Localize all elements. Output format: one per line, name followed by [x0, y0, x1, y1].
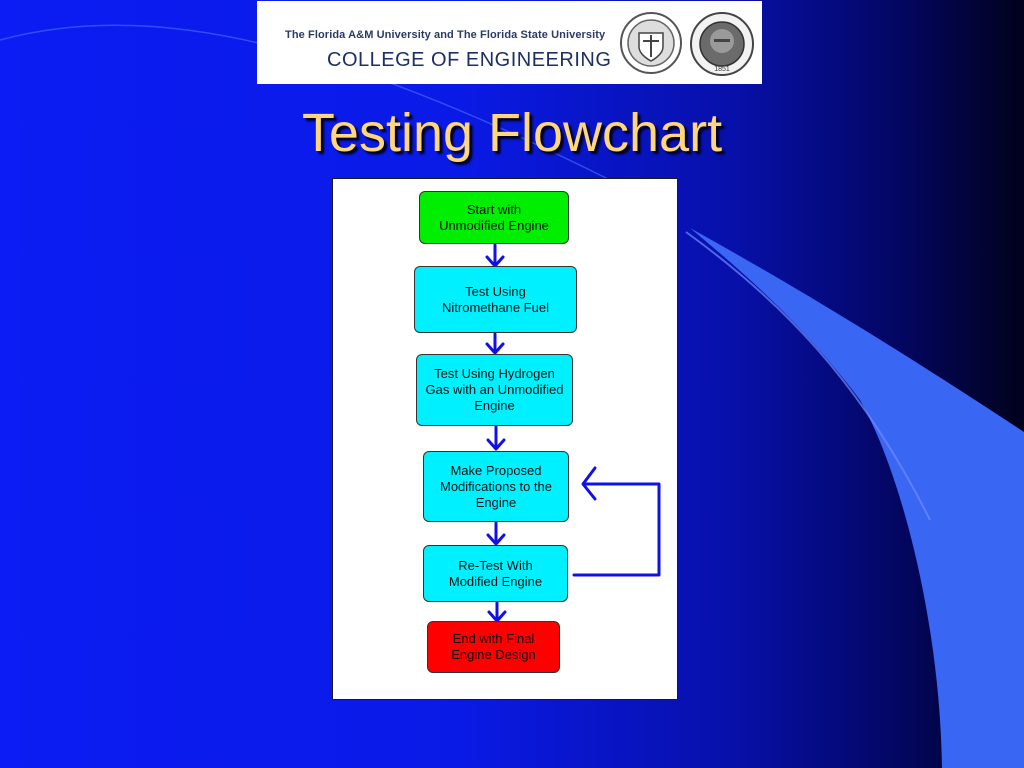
arrow-down-4 [486, 521, 506, 546]
fsu-seal-icon: 1851 [690, 12, 754, 76]
background-curve-highlight [685, 231, 931, 521]
flowchart-connectors [485, 243, 661, 623]
fsu-seal-year: 1851 [714, 66, 730, 73]
background-light-curve [690, 228, 1024, 768]
loop-back-arrow [572, 466, 661, 577]
slide-title: Testing Flowchart [301, 103, 723, 163]
flowchart-panel: Start with Unmodified Engine Test Using … [332, 178, 678, 700]
logo-college-name: COLLEGE OF ENGINEERING [327, 49, 612, 71]
arrow-down-1 [485, 243, 505, 268]
arrow-down-2 [485, 332, 505, 355]
flow-step-nitromethane-test: Test Using Nitromethane Fuel [414, 266, 577, 333]
flow-step-start: Start with Unmodified Engine [419, 191, 569, 244]
flow-step-end: End with Final Engine Design [427, 621, 560, 673]
flow-step-modifications: Make Proposed Modifications to the Engin… [423, 451, 569, 522]
logo-university-names: The Florida A&M University and The Flori… [285, 29, 606, 41]
flow-step-retest: Re-Test With Modified Engine [423, 545, 568, 602]
college-logo-banner: The Florida A&M University and The Flori… [257, 1, 762, 84]
arrow-down-5 [487, 600, 507, 623]
flow-step-hydrogen-test: Test Using Hydrogen Gas with an Unmodifi… [416, 354, 573, 426]
famu-seal-icon [620, 12, 682, 74]
arrow-down-3 [486, 425, 506, 451]
background-thin-arc [0, 24, 611, 181]
